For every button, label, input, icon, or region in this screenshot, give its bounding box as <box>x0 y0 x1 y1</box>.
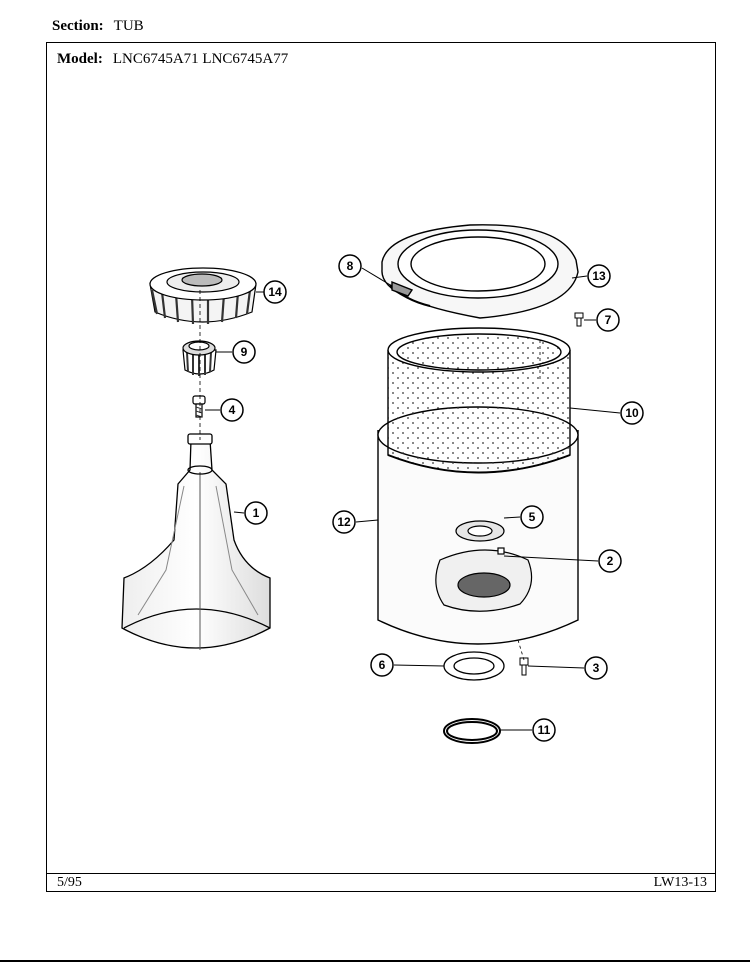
callout-2-label: 2 <box>607 554 614 568</box>
callout-14-label: 14 <box>268 285 282 299</box>
callout-2: 2 <box>598 549 622 573</box>
callout-7-label: 7 <box>605 313 612 327</box>
leader-6 <box>393 664 445 667</box>
model-values: LNC6745A71 LNC6745A77 <box>112 51 289 67</box>
callout-4-label: 4 <box>229 403 236 417</box>
callout-6-label: 6 <box>379 658 386 672</box>
callout-13: 13 <box>587 264 611 288</box>
callout-12: 12 <box>332 510 356 534</box>
footer-rule <box>47 873 715 874</box>
section-value: TUB <box>113 18 144 34</box>
callout-11: 11 <box>532 718 556 742</box>
callout-1: 1 <box>244 501 268 525</box>
footer-date: 5/95 <box>57 875 82 890</box>
callout-9-label: 9 <box>241 345 248 359</box>
agitator-bolt-part <box>192 395 206 418</box>
agitator-cap-part <box>149 267 257 325</box>
agitator-part <box>121 433 271 650</box>
callout-10-label: 10 <box>625 406 639 420</box>
section-title: Section: TUB <box>52 18 144 35</box>
belt-part <box>443 718 501 744</box>
footer-page-code: LW13-13 <box>653 875 707 890</box>
ring-screw-part <box>574 312 584 327</box>
drain-centerline <box>517 639 525 661</box>
model-line: Model: LNC6745A71 LNC6745A77 <box>57 51 288 68</box>
leader-8 <box>361 267 393 287</box>
leader-12 <box>355 519 379 523</box>
callout-1-label: 1 <box>253 506 260 520</box>
drain-bolt-part <box>519 657 529 676</box>
callout-12-label: 12 <box>337 515 351 529</box>
tub-ring-part <box>381 224 579 319</box>
bearing-plate-part <box>435 520 533 612</box>
leader-13 <box>571 275 588 279</box>
callout-6: 6 <box>370 653 394 677</box>
model-label: Model: <box>57 51 103 67</box>
callout-8-label: 8 <box>347 259 354 273</box>
callout-3: 3 <box>584 656 608 680</box>
page-bottom-rule <box>0 960 750 962</box>
agitator-nut-part <box>182 340 217 376</box>
callout-10: 10 <box>620 401 644 425</box>
spin-basket-part <box>387 327 571 474</box>
section-label: Section: <box>52 18 104 34</box>
callout-14: 14 <box>263 280 287 304</box>
leader-5 <box>503 516 521 519</box>
callout-3-label: 3 <box>593 661 600 675</box>
leader-3 <box>527 665 585 669</box>
leader-10 <box>569 407 621 414</box>
callout-11-label: 11 <box>538 723 551 737</box>
callout-8: 8 <box>338 254 362 278</box>
callout-5: 5 <box>520 505 544 529</box>
leader-1 <box>233 511 245 514</box>
callout-4: 4 <box>220 398 244 422</box>
callout-7: 7 <box>596 308 620 332</box>
leader-lines <box>205 267 621 731</box>
diagram-frame: Model: LNC6745A71 LNC6745A77 5/95 LW13-13 <box>46 42 716 892</box>
callout-9: 9 <box>232 340 256 364</box>
callout-5-label: 5 <box>529 510 536 524</box>
gasket-part <box>443 651 505 681</box>
callout-13-label: 13 <box>592 269 606 283</box>
leader-2 <box>503 555 599 562</box>
